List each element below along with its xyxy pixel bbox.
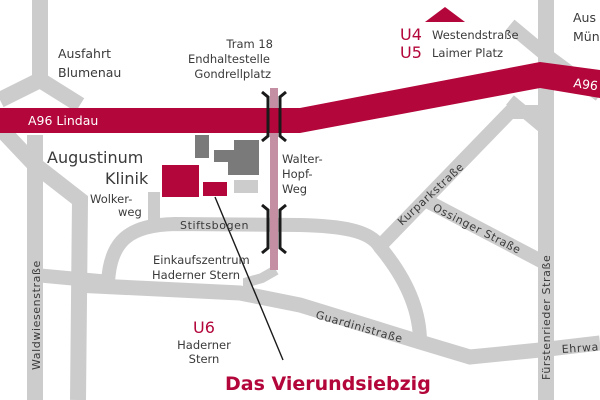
- label-walter-hopf-weg: Walter- Hopf- Weg: [282, 152, 323, 196]
- road-blumenau-exit-right: [35, 73, 85, 112]
- svg-text:Walter-: Walter-: [282, 152, 323, 166]
- bridge-marker-top: [261, 90, 287, 143]
- svg-text:U4: U4: [400, 25, 422, 44]
- label-augustinum-klinik: Augustinum Klinik: [47, 148, 149, 188]
- street-label-ehrwalder: Ehrwa: [561, 340, 599, 356]
- label-tram-18: Tram 18 Endhaltestelle Gondrellplatz: [188, 37, 273, 81]
- svg-text:Augustinum: Augustinum: [47, 148, 143, 167]
- label-u5-laimer-platz: U5 Laimer Platz: [400, 43, 503, 62]
- svg-text:U5: U5: [400, 43, 422, 62]
- road-left-inner: [30, 158, 89, 400]
- destination-leader-line: [214, 196, 284, 361]
- svg-text:Wolker-: Wolker-: [90, 192, 132, 206]
- street-label-fuerstenrieder-strasse: Fürstenrieder Straße: [540, 255, 553, 380]
- street-label-waldwiesenstrasse: Waldwiesenstraße: [30, 260, 43, 370]
- svg-text:Aus: Aus: [573, 10, 596, 25]
- label-u6-haderner-stern: U6 Haderner Stern: [177, 318, 231, 366]
- svg-text:Westendstraße: Westendstraße: [432, 28, 519, 42]
- svg-text:weg: weg: [118, 205, 142, 219]
- svg-text:Laimer Platz: Laimer Platz: [432, 46, 503, 60]
- road-stiftsbogen: [101, 216, 427, 343]
- highway-a96: [0, 62, 600, 133]
- svg-text:Ausfahrt: Ausfahrt: [58, 46, 111, 61]
- road-ekz-connector: [243, 265, 279, 296]
- buildings-augustinum-klinik: [162, 165, 199, 197]
- svg-text:U6: U6: [193, 318, 215, 337]
- svg-text:Haderner: Haderner: [177, 338, 231, 352]
- road-blumenau-exit: [0, 0, 48, 108]
- destination-title: Das Vierundsiebzig: [225, 373, 431, 395]
- highway-label-lindau: A96 Lindau: [28, 113, 98, 128]
- svg-text:Einkaufszentrum: Einkaufszentrum: [153, 253, 250, 267]
- svg-text:Tram 18: Tram 18: [225, 37, 273, 51]
- highway-label-a96-right: A96: [573, 75, 599, 93]
- ubahn-triangle-icon: [425, 7, 465, 22]
- tram-line: [270, 88, 278, 270]
- building-light: [234, 180, 258, 193]
- label-wolkerweg: Wolker- weg: [90, 192, 142, 219]
- street-label-stiftsbogen: Stiftsbogen: [180, 219, 249, 232]
- bridge-marker-bottom: [261, 203, 287, 255]
- street-label-ossinger-strasse: Ossinger Straße: [431, 201, 523, 257]
- label-u4-westendstrasse: U4 Westendstraße: [400, 25, 519, 44]
- svg-text:Endhaltestelle: Endhaltestelle: [188, 52, 270, 66]
- svg-text:Hopf-: Hopf-: [282, 167, 313, 181]
- road-right-diagonal-2: [506, 95, 550, 135]
- road-ossinger: [421, 193, 547, 269]
- building-das-vierundsiebzig: [203, 182, 227, 196]
- svg-text:Stern: Stern: [189, 352, 220, 366]
- svg-text:Gondrellplatz: Gondrellplatz: [194, 67, 271, 81]
- svg-text:Weg: Weg: [282, 182, 307, 196]
- label-ausfahrt-muenchen: Aus Mün: [573, 10, 600, 44]
- label-ausfahrt-blumenau: Ausfahrt Blumenau: [58, 46, 121, 80]
- buildings-augustinum-gray: [195, 135, 259, 175]
- svg-text:Mün: Mün: [573, 29, 600, 44]
- svg-text:Haderner Stern: Haderner Stern: [152, 268, 240, 282]
- svg-text:Klinik: Klinik: [105, 169, 149, 188]
- svg-text:Blumenau: Blumenau: [58, 65, 121, 80]
- label-einkaufszentrum: Einkaufszentrum Haderner Stern: [152, 253, 250, 282]
